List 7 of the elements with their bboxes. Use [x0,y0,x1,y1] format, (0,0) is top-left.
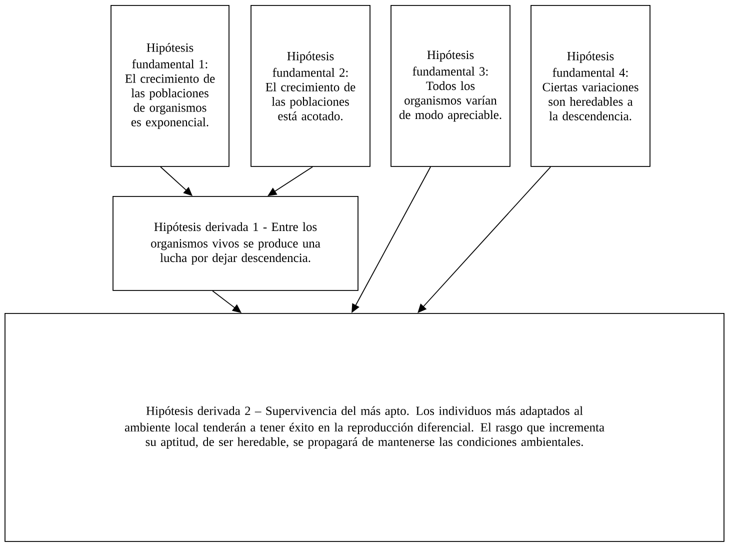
hypothesis-box: Hipótesis fundamental 2: El crecimiento de las poblaciones está acotado. [250,5,370,167]
arrow [418,166,551,313]
hypothesis-box: Hipótesis derivada 1 - Entre los organismos vivos se produce una lucha por dejar descendencia. [112,196,358,291]
hypothesis-box: Hipótesis fundamental 1: El crecimiento de las poblaciones de organismos es exponencial. [110,5,230,167]
hypothesis-box: Hipótesis fundamental 4: Ciertas variaciones son heredables a la descendencia. [530,5,650,167]
hypothesis-box: Hipótesis derivada 2 – Supervivencia del más apto. Los individuos más adaptados al ambiente local tenderán a tener éxito en la reproducción diferencial. El rasgo que incrementa su aptitud, de ser heredable, se propagará de mantenerse las condiciones ambientales. [4,313,724,542]
hypothesis-box: Hipótesis fundamental 3: Todos los organismos varían de modo apreciable. [390,5,510,167]
